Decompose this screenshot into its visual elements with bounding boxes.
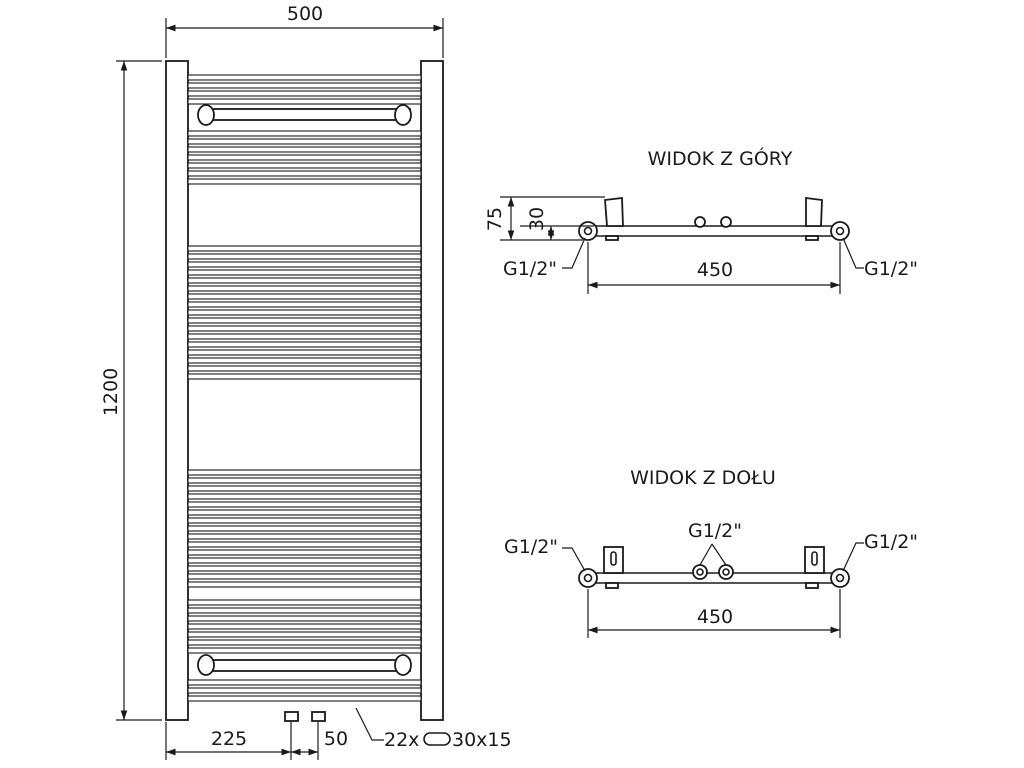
- rung: [187, 581, 422, 588]
- rung: [187, 341, 422, 348]
- rung: [187, 501, 422, 508]
- rung: [187, 146, 422, 153]
- rung: [187, 74, 422, 81]
- bottom-right-collector: [830, 568, 850, 588]
- rung: [187, 493, 422, 500]
- rung: [187, 154, 422, 161]
- front-view: 500 1200 225 50 22x 30x15: [100, 3, 512, 760]
- width-dimension: 500: [287, 3, 323, 25]
- top-view-title: WIDOK Z GÓRY: [648, 146, 793, 170]
- rung-group: [187, 74, 422, 702]
- bottom-view-title: WIDOK Z DOŁU: [630, 467, 776, 489]
- right-collector: [420, 60, 444, 721]
- top-right-connector-label: G1/2": [864, 258, 918, 280]
- rung: [187, 309, 422, 316]
- top-center-valve-left: [694, 216, 706, 228]
- bottom-center-connector-left: [692, 564, 708, 580]
- rung: [187, 647, 422, 654]
- rung: [187, 253, 422, 260]
- rung: [187, 138, 422, 145]
- rung: [187, 525, 422, 532]
- top-left-bracket: [604, 196, 624, 227]
- tube-spec-prefix: 22x: [384, 729, 419, 751]
- rung: [187, 317, 422, 324]
- rung: [187, 357, 422, 364]
- rung: [187, 557, 422, 564]
- rung: [187, 333, 422, 340]
- top-right-collector: [830, 221, 850, 241]
- rung: [187, 517, 422, 524]
- rung: [187, 293, 422, 300]
- rung: [187, 541, 422, 548]
- rung: [187, 365, 422, 372]
- rung: [187, 90, 422, 97]
- rung: [187, 549, 422, 556]
- rung: [187, 477, 422, 484]
- rung: [187, 631, 422, 638]
- rung: [187, 325, 422, 332]
- left-offset-dimension: 225: [211, 728, 247, 750]
- rung: [187, 269, 422, 276]
- top-right-holder: [394, 104, 412, 126]
- bottom-right-holder: [394, 654, 412, 676]
- depth-dimension: 75: [484, 207, 506, 231]
- top-center-valve-right: [720, 216, 732, 228]
- left-collector: [165, 60, 189, 721]
- offset-dimension: 30: [526, 207, 548, 231]
- rung: [187, 373, 422, 380]
- rung: [187, 615, 422, 622]
- rung: [187, 565, 422, 572]
- rung: [187, 261, 422, 268]
- bottom-view: WIDOK Z DOŁU G1/2" G1/2" G1/2" 45: [504, 467, 918, 638]
- rung: [187, 573, 422, 580]
- connector-right: [311, 711, 326, 722]
- connector-spacing-dimension: 50: [324, 728, 348, 750]
- bottom-left-connector-label: G1/2": [504, 536, 558, 558]
- rung: [187, 623, 422, 630]
- rung: [187, 178, 422, 185]
- rung: [187, 607, 422, 614]
- rung: [187, 349, 422, 356]
- rung: [187, 679, 422, 686]
- top-left-connector-label: G1/2": [503, 258, 557, 280]
- rung: [187, 509, 422, 516]
- bottom-left-collector: [578, 568, 598, 588]
- bottom-rail: [197, 654, 412, 676]
- rung: [187, 170, 422, 177]
- top-left-holder: [197, 104, 215, 126]
- rung: [187, 285, 422, 292]
- rung: [187, 98, 422, 105]
- bottom-center-connector-label: G1/2": [688, 520, 742, 542]
- rung: [187, 599, 422, 606]
- rung: [187, 245, 422, 252]
- rung: [187, 687, 422, 694]
- top-left-collector: [578, 221, 598, 241]
- bottom-right-bracket: [804, 546, 825, 574]
- top-view: WIDOK Z GÓRY 75 30 G1/2" G1/2": [484, 146, 918, 294]
- tube-spec-suffix: 30x15: [452, 729, 512, 751]
- rung: [187, 639, 422, 646]
- bottom-left-holder: [197, 654, 215, 676]
- connector-left: [284, 711, 299, 722]
- height-dimension: 1200: [100, 368, 122, 416]
- rung: [187, 533, 422, 540]
- bottom-right-connector-label: G1/2": [864, 531, 918, 553]
- bottom-span-dimension: 450: [697, 606, 733, 628]
- top-span-dimension: 450: [697, 259, 733, 281]
- bottom-center-connector-right: [718, 564, 734, 580]
- rung: [187, 82, 422, 89]
- bottom-left-bracket: [603, 546, 624, 574]
- rung: [187, 469, 422, 476]
- rung: [187, 301, 422, 308]
- rung: [187, 130, 422, 137]
- oval-tube-symbol: [423, 732, 451, 746]
- top-rail: [197, 104, 412, 126]
- rung: [187, 695, 422, 702]
- rung: [187, 485, 422, 492]
- rung: [187, 162, 422, 169]
- top-right-bracket: [805, 196, 823, 227]
- rung: [187, 277, 422, 284]
